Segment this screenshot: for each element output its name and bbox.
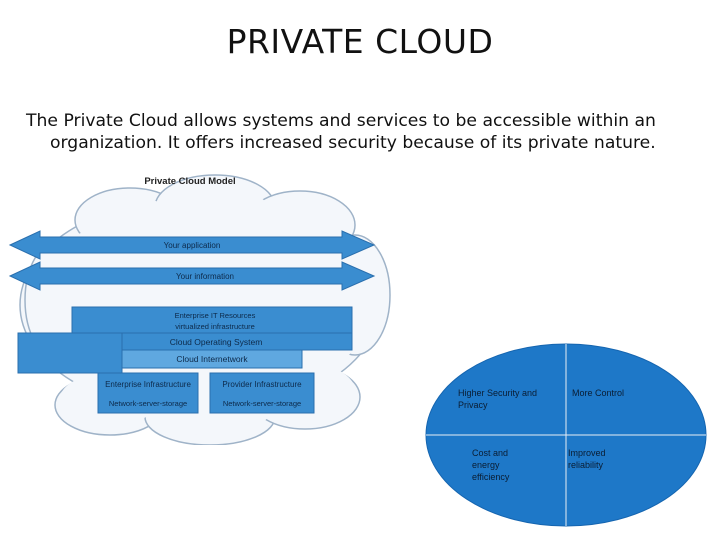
cloud-internetwork-band: Cloud Internetwork (121, 349, 303, 369)
application-arrow-label: Your application (164, 241, 221, 250)
benefit-cost-line3: efficiency (472, 472, 510, 482)
benefit-reliability-line2: reliability (568, 460, 604, 470)
enterprise-it-resources-band: Enterprise IT Resources virtualized infr… (71, 306, 353, 334)
cloud-internetwork-label: Cloud Internetwork (176, 354, 248, 364)
provider-infrastructure-sub: Network-server-storage (223, 399, 301, 408)
body-line1: Private Cloud allows systems and service… (63, 111, 656, 131)
benefit-security-line2: Privacy (458, 400, 488, 410)
enterprise-it-label: Enterprise IT Resources (175, 311, 256, 320)
benefit-cost-line1: Cost and (472, 448, 508, 458)
cloud-model-heading: Private Cloud Model (144, 176, 235, 187)
slide-body-text: The Private Cloud allows systems and ser… (26, 110, 706, 154)
benefit-control: More Control (572, 388, 624, 398)
information-arrow-label: Your information (176, 272, 234, 281)
private-cloud-model-diagram: Private Cloud Model Your application You… (8, 174, 391, 445)
benefit-cost-line2: energy (472, 460, 500, 470)
slide-title: PRIVATE CLOUD (226, 22, 494, 61)
body-line2: organization. It offers increased securi… (50, 133, 656, 153)
enterprise-infrastructure-box: Enterprise Infrastructure Network-server… (97, 372, 199, 414)
left-connector-block (17, 332, 123, 374)
cloud-os-label: Cloud Operating System (170, 337, 263, 347)
application-arrow: Your application (8, 230, 376, 260)
virtualized-infrastructure-label: virtualized infrastructure (175, 322, 255, 331)
cloud-operating-system-band: Cloud Operating System (121, 332, 353, 351)
provider-infrastructure-title: Provider Infrastructure (222, 380, 302, 389)
provider-infrastructure-box: Provider Infrastructure Network-server-s… (209, 372, 315, 414)
body-prefix: The (26, 111, 64, 131)
enterprise-infrastructure-sub: Network-server-storage (109, 399, 187, 408)
benefit-reliability-line1: Improved (568, 448, 606, 458)
benefits-ellipse-diagram: Higher Security and Privacy More Control… (425, 343, 707, 527)
benefit-security-line1: Higher Security and (458, 388, 537, 398)
enterprise-infrastructure-title: Enterprise Infrastructure (105, 380, 191, 389)
information-arrow: Your information (8, 261, 376, 291)
